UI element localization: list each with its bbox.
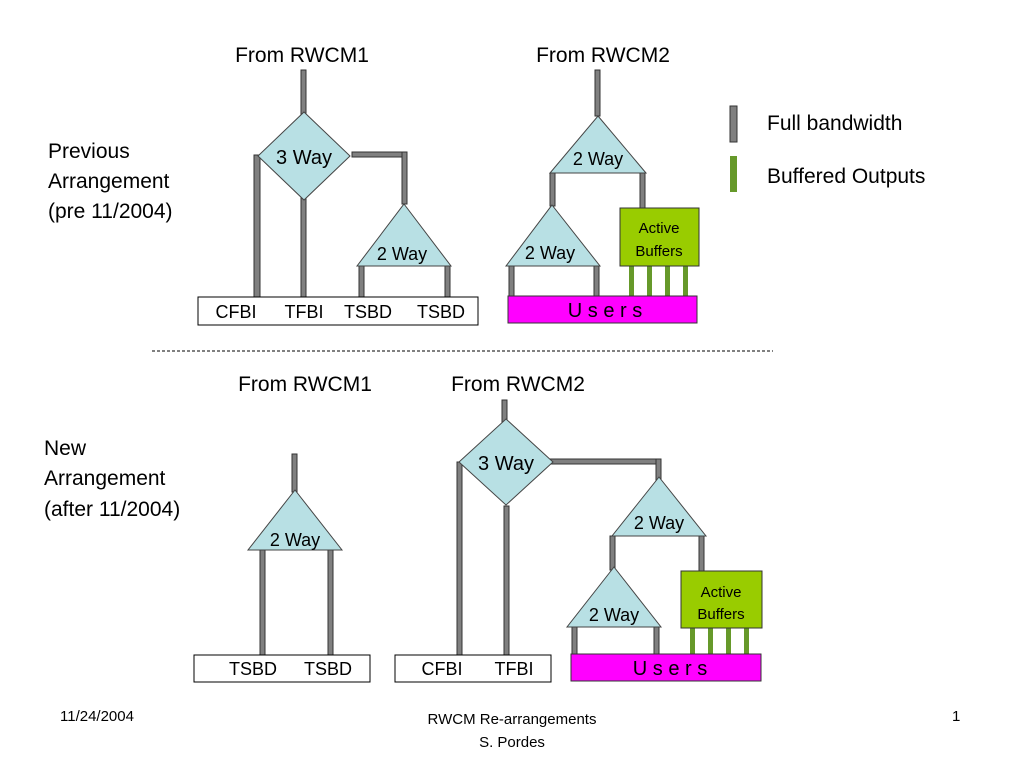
cable (698, 535, 705, 573)
new-from-rwcm2: From RWCM2 (451, 373, 585, 396)
previous-3way-label: 3 Way (276, 147, 332, 169)
previous-2way-splitter-a (355, 203, 453, 267)
cable (351, 151, 408, 158)
new-2way-splitter-left (246, 489, 344, 551)
cable (259, 549, 266, 656)
cable (444, 265, 451, 298)
cable (456, 461, 463, 656)
previous-2way-splitter-b (548, 115, 648, 174)
new-active-buffers-line2: Buffers (697, 606, 744, 623)
previous-3way-splitter (257, 111, 351, 201)
cable (300, 69, 307, 115)
cable (594, 69, 601, 117)
cable (508, 265, 515, 298)
footer-page-number: 1 (952, 708, 961, 725)
previous-from-rwcm2: From RWCM2 (536, 44, 670, 67)
new-outputs-box-left (193, 654, 371, 683)
cable (593, 265, 600, 298)
previous-active-buffers-line1: Active (639, 220, 680, 237)
new-2way-lower-label: 2 Way (589, 605, 639, 625)
previous-users-box (507, 295, 698, 324)
cable (401, 151, 408, 205)
previous-2way-a-label: 2 Way (377, 244, 427, 264)
previous-output-tsbd-1: TSBD (344, 302, 392, 322)
new-buffered-outputs (690, 628, 749, 655)
buffered-output (683, 266, 688, 297)
legend-buffered-outputs-swatch (730, 156, 737, 192)
previous-users-label: U s e r s (568, 300, 642, 322)
cable (571, 626, 578, 656)
new-2way-splitter-upper (610, 476, 708, 537)
buffered-output (647, 266, 652, 297)
new-2way-upper-label: 2 Way (634, 513, 684, 533)
new-2way-left-label: 2 Way (270, 530, 320, 550)
new-3way-label: 3 Way (478, 453, 534, 475)
buffered-output (708, 628, 713, 655)
previous-arrangement: Previous Arrangement (pre 11/2004) From … (48, 44, 700, 326)
cable (291, 453, 298, 493)
previous-buffered-outputs (629, 266, 688, 297)
cable (358, 265, 365, 298)
new-label-line2: Arrangement (44, 467, 166, 490)
buffered-output (629, 266, 634, 297)
new-active-buffers (680, 570, 763, 629)
new-2way-splitter-lower (565, 566, 663, 628)
footer-title-line1: RWCM Re-arrangements (427, 711, 597, 728)
previous-2way-b-label: 2 Way (573, 149, 623, 169)
new-active-buffers-line1: Active (701, 584, 742, 601)
cable (253, 154, 261, 298)
cable (609, 535, 616, 571)
previous-label-line2: Arrangement (48, 170, 170, 193)
legend-full-bandwidth-label: Full bandwidth (767, 112, 902, 135)
cable (503, 505, 510, 656)
new-outputs-box-right (394, 654, 552, 683)
legend-full-bandwidth-swatch (729, 105, 738, 143)
previous-output-cfbi: CFBI (215, 302, 256, 322)
previous-active-buffers-line2: Buffers (635, 243, 682, 260)
cable (639, 172, 646, 210)
new-from-rwcm1: From RWCM1 (238, 373, 372, 396)
previous-2way-c-label: 2 Way (525, 243, 575, 263)
previous-label-line1: Previous (48, 140, 130, 163)
buffered-output (665, 266, 670, 297)
previous-2way-splitter-c (504, 204, 602, 267)
new-3way-splitter (458, 418, 554, 506)
cable (549, 172, 556, 207)
cable (653, 626, 660, 656)
new-output-tsbd-1: TSBD (229, 659, 277, 679)
cable (549, 458, 662, 465)
new-users-box (570, 653, 762, 682)
new-users-label: U s e r s (633, 658, 707, 680)
buffered-output (726, 628, 731, 655)
previous-active-buffers (619, 207, 700, 267)
buffered-output (744, 628, 749, 655)
new-output-tsbd-2: TSBD (304, 659, 352, 679)
cable (300, 195, 307, 298)
new-label-line1: New (44, 437, 87, 460)
previous-output-tfbi: TFBI (285, 302, 324, 322)
buffered-output (690, 628, 695, 655)
new-output-cfbi: CFBI (421, 659, 462, 679)
footer-date: 11/24/2004 (60, 708, 134, 725)
new-output-tfbi: TFBI (495, 659, 534, 679)
new-label-line3: (after 11/2004) (44, 498, 180, 521)
new-arrangement: New Arrangement (after 11/2004) From RWC… (44, 373, 763, 683)
legend: Full bandwidth Buffered Outputs (729, 105, 925, 192)
legend-buffered-outputs-label: Buffered Outputs (767, 165, 925, 188)
previous-label-line3: (pre 11/2004) (48, 200, 173, 223)
previous-output-tsbd-2: TSBD (417, 302, 465, 322)
footer-title: RWCM Re-arrangements S. Pordes (382, 708, 642, 754)
previous-outputs-box (197, 296, 479, 326)
previous-from-rwcm1: From RWCM1 (235, 44, 369, 67)
footer-author: S. Pordes (479, 734, 545, 751)
cable (327, 549, 334, 656)
